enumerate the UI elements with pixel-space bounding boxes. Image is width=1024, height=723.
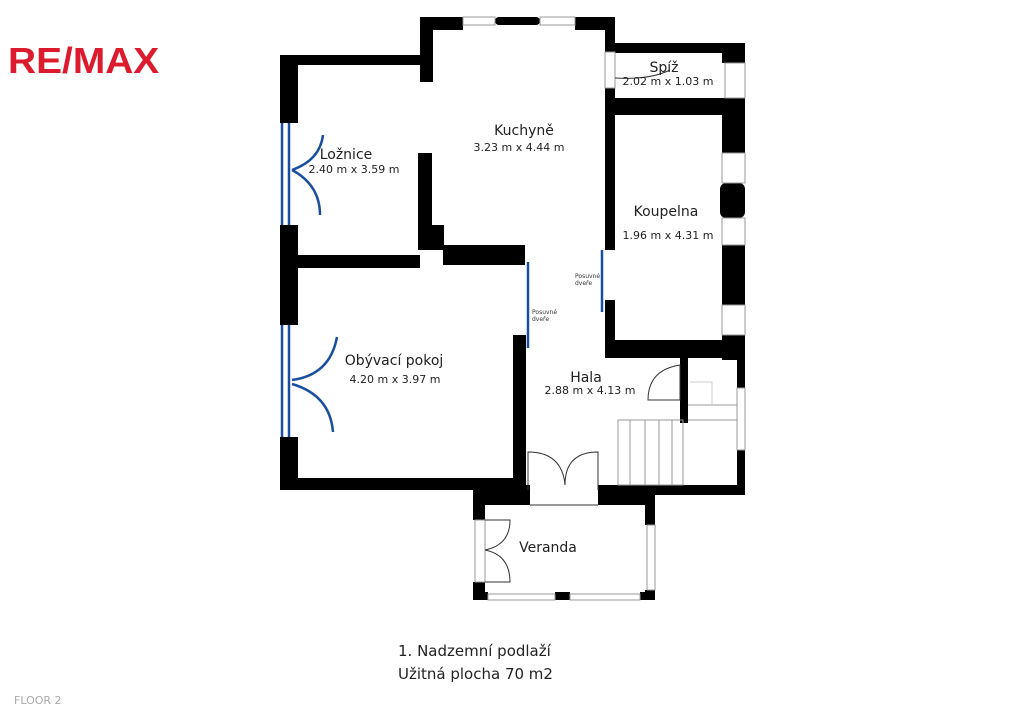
floor-label: FLOOR 2	[14, 694, 62, 707]
room-bathroom: Koupelna 1.96 m x 4.31 m	[623, 204, 714, 242]
room-size: 2.40 m x 3.59 m	[309, 163, 400, 176]
room-name: Koupelna	[634, 204, 699, 220]
label-line: dveře	[532, 316, 549, 323]
plan-caption: 1. Nadzemní podlaží Užitná plocha 70 m2	[398, 640, 553, 686]
room-name: Veranda	[519, 540, 577, 556]
room-name: Ložnice	[320, 147, 373, 163]
room-name: Kuchyně	[494, 123, 554, 139]
staircase	[617, 381, 737, 486]
room-size: 2.88 m x 4.13 m	[545, 384, 636, 397]
label-line: Posuvné	[532, 309, 557, 316]
usable-area: Užitná plocha 70 m2	[398, 665, 553, 683]
room-kitchen: Kuchyně 3.23 m x 4.44 m	[474, 123, 565, 154]
room-size: 1.96 m x 4.31 m	[623, 229, 714, 242]
room-size: 3.23 m x 4.44 m	[474, 141, 565, 154]
room-size: 4.20 m x 3.97 m	[350, 373, 441, 386]
room-name: Obývací pokoj	[345, 353, 444, 369]
room-bedroom: Ložnice 2.40 m x 3.59 m	[309, 147, 400, 176]
room-hall: Hala 2.88 m x 4.13 m	[545, 370, 636, 397]
walls	[280, 17, 745, 600]
room-size: 2.02 m x 1.03 m	[623, 75, 714, 88]
windows	[462, 16, 746, 601]
label-line: Posuvné	[575, 273, 600, 280]
label-line: dveře	[575, 280, 592, 287]
room-living-room: Obývací pokoj 4.20 m x 3.97 m	[345, 353, 444, 386]
room-name: Spíž	[649, 60, 678, 76]
doors-black	[484, 69, 681, 583]
floor-title: 1. Nadzemní podlaží	[398, 642, 551, 660]
room-name: Hala	[570, 370, 602, 386]
room-veranda: Veranda	[519, 540, 577, 556]
room-pantry: Spíž 2.02 m x 1.03 m	[623, 60, 714, 88]
sliding-door-label: Posuvné dveře Posuvné dveře	[532, 273, 600, 323]
remax-logo: RE/MAX	[8, 40, 160, 81]
doors-blue	[280, 123, 604, 437]
